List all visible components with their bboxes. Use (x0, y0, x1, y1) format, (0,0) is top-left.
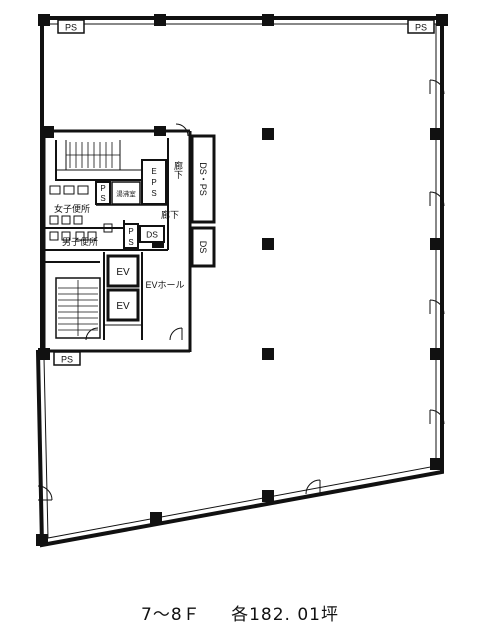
ds-label: DS (198, 241, 208, 254)
outer-wall-inner-line (43, 23, 437, 539)
corridor-label-middle: 廊下 (161, 209, 179, 220)
ps2-label-p: P (128, 227, 133, 236)
mens-toilet-label: 男子便所 (62, 236, 98, 247)
ps-label-top-left: PS (65, 23, 77, 33)
structural-columns (36, 14, 448, 546)
hot-water-room (111, 181, 141, 205)
ps1-label-p: P (100, 184, 105, 193)
ev-shaft-2 (106, 288, 140, 322)
ps1-label-s: S (100, 194, 105, 203)
ps-shaft-top-right (407, 19, 435, 34)
ps-label-top-right: PS (415, 23, 427, 33)
ps-small-shaft-2 (123, 223, 139, 249)
ps-small-shaft-1 (95, 181, 111, 205)
ev-shaft-1 (106, 254, 140, 288)
stairs-upper (66, 142, 120, 168)
toilet-fixtures (49, 185, 113, 241)
eps-label-e: E (151, 167, 156, 176)
ds-ps-shaft (190, 134, 216, 224)
eps-label-p: P (151, 178, 156, 187)
eps-shaft (141, 159, 167, 205)
eps-label-s: S (151, 189, 156, 198)
ev-label-2: EV (116, 301, 130, 312)
ds-small-shaft (139, 225, 165, 243)
ev-hall-label: EVホール (145, 280, 184, 290)
ds-shaft (190, 226, 216, 268)
stairs-lower (58, 280, 98, 336)
outer-wall (35, 16, 444, 548)
ps2-label-s: S (128, 238, 133, 247)
floor-area-text: 各182. 01坪 (231, 605, 339, 625)
floor-caption: 7～8Ｆ 各182. 01坪 (0, 600, 480, 625)
hot-water-room-label: 湯沸室 (116, 189, 136, 198)
ps-shaft-top-left (57, 19, 85, 34)
ev-label-1: EV (116, 267, 130, 278)
corridor-label-upper: 廊下 (173, 160, 183, 180)
womens-toilet-label: 女子便所 (54, 203, 90, 214)
ds-ps-label: DS・PS (198, 162, 208, 196)
door-swings (37, 79, 445, 501)
ps-label-bottom-left: PS (61, 355, 73, 365)
floor-range-text: 7～8Ｆ (141, 605, 201, 625)
ds-small-label: DS (146, 230, 158, 240)
